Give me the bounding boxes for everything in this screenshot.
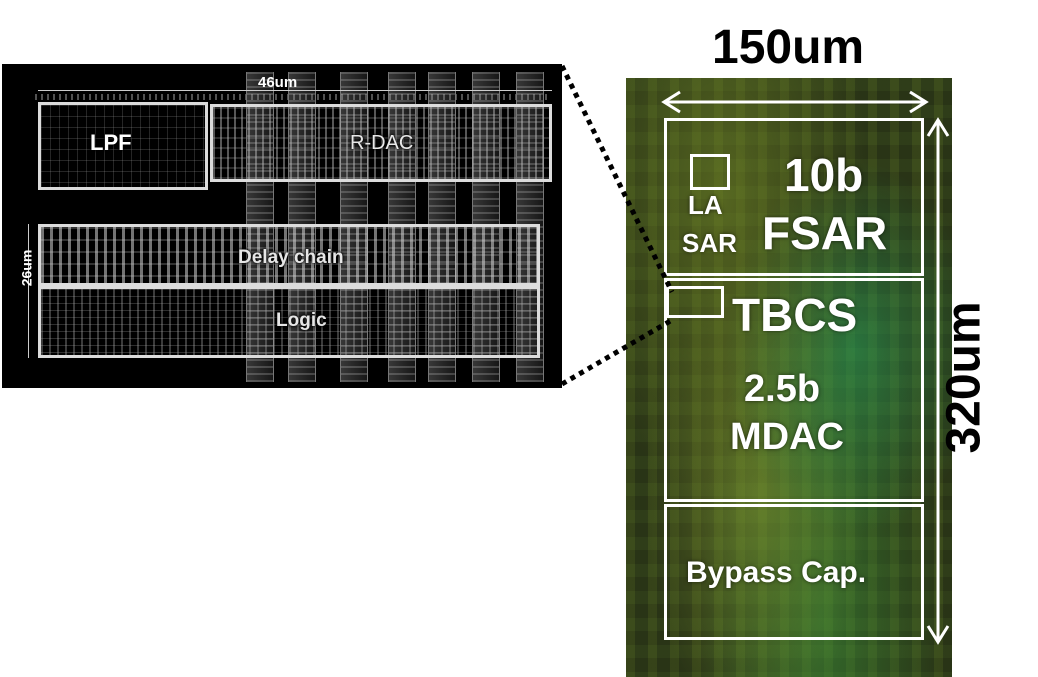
logic-label: Logic: [276, 310, 327, 331]
routing-mesh: [35, 94, 548, 100]
lpf-label: LPF: [90, 130, 132, 155]
delay-chain-label: Delay chain: [238, 247, 344, 268]
logic-block: [38, 286, 540, 358]
inset-width-label: 46um: [258, 74, 298, 91]
lpf-block: [38, 102, 208, 190]
la-sar-region: [690, 154, 730, 190]
mdac-label: MDAC: [730, 416, 844, 458]
rdac-label: R-DAC: [350, 132, 414, 154]
die-width-label: 150um: [712, 21, 865, 74]
delay-chain-block: [38, 224, 540, 286]
height-dimension-line: [28, 224, 29, 358]
bypass-cap-label: Bypass Cap.: [686, 556, 867, 589]
tbcs-region: [666, 286, 724, 318]
fsar-label: FSAR: [762, 207, 888, 259]
fsar-bits-label: 10b: [784, 149, 864, 201]
rdac-block: [210, 104, 552, 182]
mdac-bits-label: 2.5b: [744, 368, 821, 410]
tbcs-label: TBCS: [732, 289, 858, 341]
inset-height-label: 26um: [18, 249, 35, 287]
mdac-region: [664, 278, 924, 502]
layout-view: LPF R-DAC Delay chain Logic 46um 26um: [10, 72, 558, 382]
die-height-label: 320um: [937, 301, 991, 454]
die-photo: 10b FSAR LA SAR TBCS 2.5b MDAC Bypass Ca…: [626, 78, 952, 677]
sar-label: SAR: [682, 228, 737, 258]
width-dimension-line: [38, 90, 552, 91]
bypass-cap-region: [664, 504, 924, 640]
la-label: LA: [688, 190, 723, 220]
